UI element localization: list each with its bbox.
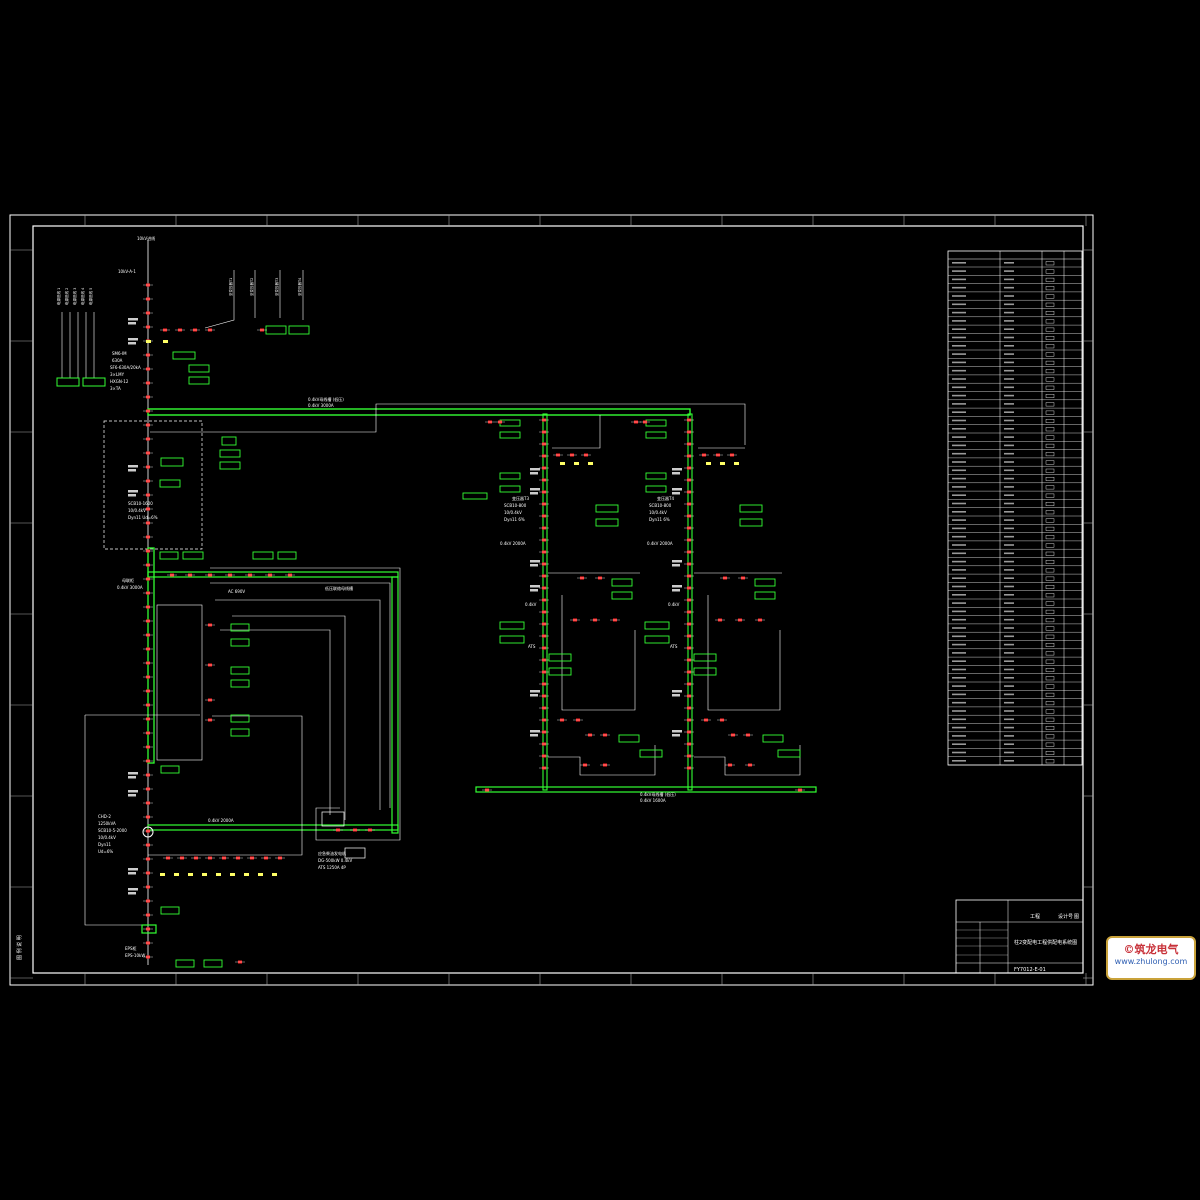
svg-text:10/0.4kV: 10/0.4kV xyxy=(504,510,522,515)
bus-rating-3: 0.4kV 1600A xyxy=(640,798,666,803)
svg-text:EPS-10kW: EPS-10kW xyxy=(125,953,145,958)
svg-text:电源进线 5: 电源进线 5 xyxy=(88,288,93,305)
svg-text:DG-500kW 0.4kV: DG-500kW 0.4kV xyxy=(318,858,352,863)
svg-text:CHD-2: CHD-2 xyxy=(98,814,111,819)
svg-text:10kV-A-1: 10kV-A-1 xyxy=(118,269,136,274)
side-label: 图 例 说 明 xyxy=(16,935,23,960)
watermark-brand: ©筑龙电气 xyxy=(1123,943,1179,956)
svg-text:SCB10-800: SCB10-800 xyxy=(649,503,672,508)
svg-text:3×LMY: 3×LMY xyxy=(110,372,125,377)
svg-text:EPS柜: EPS柜 xyxy=(125,945,136,951)
svg-text:3×TA: 3×TA xyxy=(110,386,121,391)
svg-text:SM6-IM: SM6-IM xyxy=(112,351,127,356)
svg-text:电源进线 4: 电源进线 4 xyxy=(80,287,85,305)
svg-text:ATS 1250A 4P: ATS 1250A 4P xyxy=(318,865,346,870)
svg-text:电源进线 2: 电源进线 2 xyxy=(64,288,69,305)
svg-text:SCB10-800: SCB10-800 xyxy=(504,503,527,508)
svg-text:Dyn11 Ud=6%: Dyn11 Ud=6% xyxy=(128,515,158,520)
svg-text:ATS: ATS xyxy=(670,644,678,649)
svg-text:母联柜: 母联柜 xyxy=(122,577,134,583)
cell-labels xyxy=(128,318,739,895)
svg-text:至变压器T1: 至变压器T1 xyxy=(228,278,233,296)
transformer-panel: SCB10-1600 10/0.4kV Dyn11 Ud=6% xyxy=(103,420,241,550)
watermark-logo: ©筑龙电气 www.zhulong.com xyxy=(1106,936,1196,980)
svg-text:10kV进线: 10kV进线 xyxy=(137,235,155,241)
svg-text:0.4kV: 0.4kV xyxy=(525,602,537,607)
svg-text:至变压器T3: 至变压器T3 xyxy=(274,278,279,296)
svg-text:10/0.4kV: 10/0.4kV xyxy=(128,508,146,513)
svg-text:至变压器T2: 至变压器T2 xyxy=(249,278,254,296)
left-lv-distribution: 母联柜 0.4kV 3000A AC 690V 低压联络母线槽 CHD-2 12… xyxy=(84,547,401,968)
drawing-frame xyxy=(9,214,1094,986)
title-block-label-sheet: 图 xyxy=(1074,914,1079,920)
svg-text:SCB10-5-2000: SCB10-5-2000 xyxy=(98,828,127,833)
svg-text:Ud=6%: Ud=6% xyxy=(98,849,113,854)
bus-rating-1: 0.4kV 3000A xyxy=(308,403,334,408)
svg-text:Dyn11: Dyn11 xyxy=(98,842,112,847)
title-block-label-project: 工程 xyxy=(1030,913,1040,920)
svg-text:电源进线 3: 电源进线 3 xyxy=(72,288,77,305)
svg-text:10/0.4kV: 10/0.4kV xyxy=(98,835,116,840)
svg-text:低压联络母线槽: 低压联络母线槽 xyxy=(325,585,353,591)
watermark-url: www.zhulong.com xyxy=(1114,957,1188,966)
svg-text:Dyn11 6%: Dyn11 6% xyxy=(504,517,525,522)
svg-text:SF6-630A/20kA: SF6-630A/20kA xyxy=(110,365,141,370)
svg-text:Dyn11 6%: Dyn11 6% xyxy=(649,517,670,522)
svg-text:0.4kV 2000A: 0.4kV 2000A xyxy=(500,541,526,546)
title-block-label-design-no: 设计号 xyxy=(1058,913,1073,920)
drawing-title: 柱2变配电工程供配电系统图 xyxy=(1014,939,1077,946)
legend-table xyxy=(947,250,1083,766)
svg-text:应急柴油发电机: 应急柴油发电机 xyxy=(318,850,346,856)
zone-ticks xyxy=(10,215,1093,985)
drawing-number: FY7012-E-01 xyxy=(1014,967,1046,973)
title-block: 工程 设计号 图 柱2变配电工程供配电系统图 FY7012-E-01 xyxy=(955,899,1084,974)
bus-label-3: 0.4kV母线槽 (低压) xyxy=(640,791,676,797)
svg-text:0.4kV 3000A: 0.4kV 3000A xyxy=(117,585,143,590)
svg-text:SCB10-1600: SCB10-1600 xyxy=(128,501,153,506)
svg-text:ATS: ATS xyxy=(528,644,536,649)
svg-text:HXGN-12: HXGN-12 xyxy=(110,379,129,384)
svg-text:630A: 630A xyxy=(112,358,123,363)
svg-text:10/0.4kV: 10/0.4kV xyxy=(649,510,667,515)
bus-label-1: 0.4kV母线槽 (低压) xyxy=(308,396,344,402)
svg-text:变压器T4: 变压器T4 xyxy=(657,495,674,501)
right-distribution: 0.4kV母线槽 (低压) 0.4kV 1600A xyxy=(462,413,817,803)
breaker-symbols xyxy=(143,283,805,964)
svg-text:1250kVA: 1250kVA xyxy=(98,821,116,826)
svg-text:至变压器T4: 至变压器T4 xyxy=(297,277,302,296)
svg-text:0.4kV 2000A: 0.4kV 2000A xyxy=(647,541,673,546)
svg-text:变压器T3: 变压器T3 xyxy=(512,495,529,501)
svg-text:AC 690V: AC 690V xyxy=(228,589,245,594)
svg-text:0.4kV: 0.4kV xyxy=(668,602,680,607)
svg-text:电源进线 1: 电源进线 1 xyxy=(56,288,61,305)
bus-label-2: 0.4kV 2000A xyxy=(208,818,234,823)
